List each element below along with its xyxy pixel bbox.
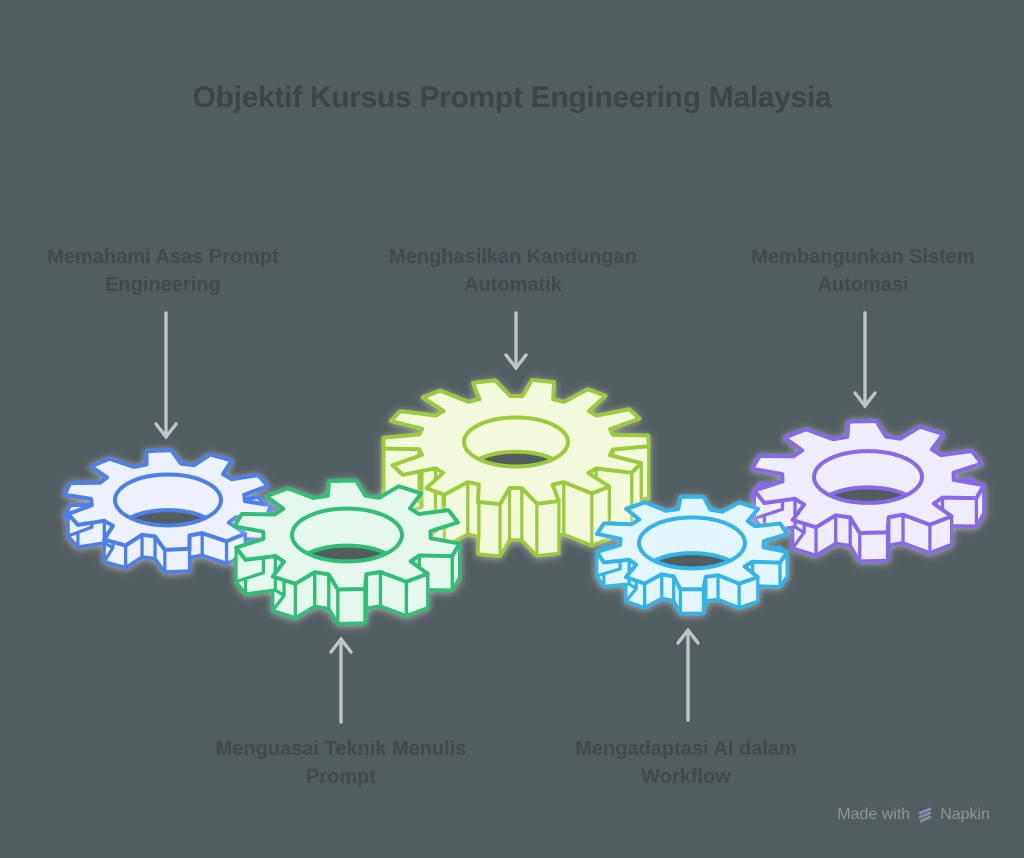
napkin-logo-icon — [918, 807, 932, 822]
gear-menguasai-teknik-menulis-prompt — [232, 478, 462, 626]
diagram-title: Objektif Kursus Prompt Engineering Malay… — [192, 81, 832, 114]
objective-label-mengadaptasi-ai: Mengadaptasi AI dalam Workflow — [575, 738, 797, 788]
watermark-text: Made with — [837, 806, 911, 823]
arrow-menghasilkan-kandungan-automatik — [504, 311, 528, 371]
napkin-watermark: Made with Napkin — [837, 806, 990, 824]
arrow-menguasai-teknik-menulis-prompt — [329, 636, 353, 724]
objective-label-membangunkan-sistem: Membangunkan Sistem Automasi — [751, 246, 975, 296]
gear-membangunkan-sistem-automasi — [750, 419, 986, 563]
gear-mengadaptasi-ai-dalam-workflow — [594, 494, 790, 616]
arrow-membangunkan-sistem-automasi — [853, 311, 877, 409]
arrow-memahami-asas-prompt-engineering — [154, 311, 178, 440]
watermark-brand: Napkin — [940, 806, 990, 823]
arrow-mengadaptasi-ai-dalam-workflow — [676, 627, 700, 722]
objective-label-memahami-asas: Memahami Asas Prompt Engineering — [47, 246, 279, 296]
objective-label-menghasilkan-kandungan: Menghasilkan Kandungan Automatik — [389, 246, 637, 296]
objective-label-menguasai-teknik: Menguasai Teknik Menulis Prompt — [215, 738, 467, 788]
